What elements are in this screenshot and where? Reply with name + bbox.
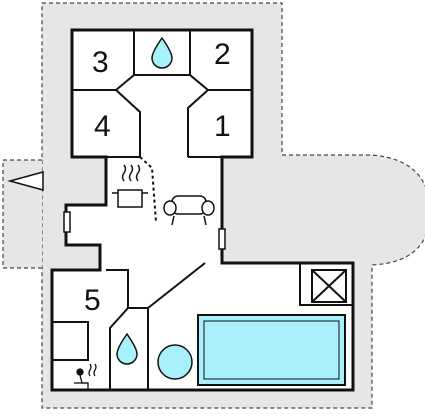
- swimming-pool: [197, 314, 346, 386]
- water-drop-icon: [151, 36, 173, 69]
- armchair-icon: [163, 195, 215, 226]
- whirlpool: [157, 344, 193, 380]
- sauna-icon: [74, 363, 97, 390]
- window-icon: [218, 228, 226, 250]
- kitchen-pot-icon: [112, 164, 148, 208]
- room-number-2: 2: [214, 38, 231, 71]
- closed-cross-icon: [311, 269, 347, 303]
- water-drop-icon: [116, 332, 138, 365]
- window-icon: [63, 211, 71, 233]
- pool-inner: [203, 320, 340, 380]
- lower-wing-walls: [52, 262, 353, 390]
- room-number-1: 1: [214, 110, 231, 143]
- room-number-5: 5: [84, 284, 101, 317]
- entrance-arrow-icon: [7, 171, 44, 191]
- room-number-3: 3: [92, 46, 109, 79]
- room-number-4: 4: [94, 110, 111, 143]
- upper-wing-walls: [72, 30, 252, 158]
